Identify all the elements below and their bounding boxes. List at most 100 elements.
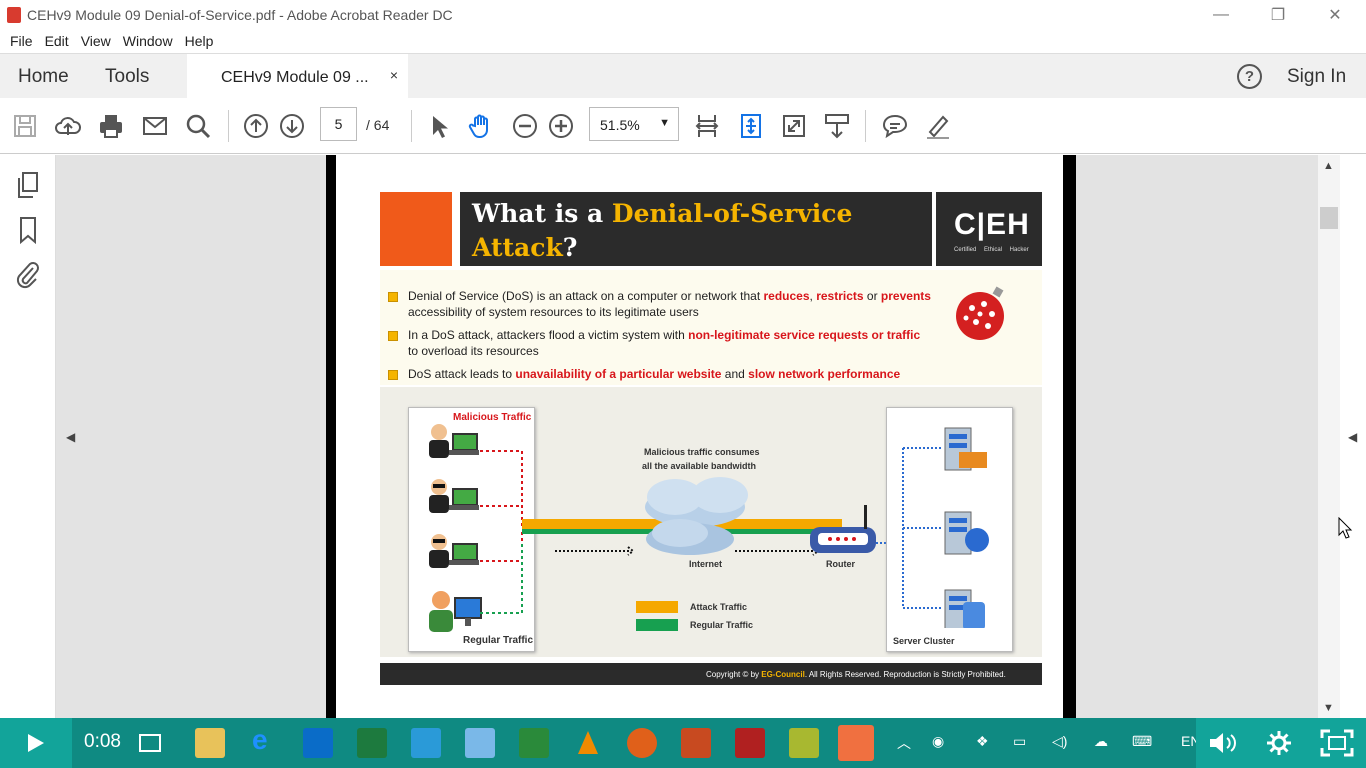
show-hidden-icons[interactable]: ︿ xyxy=(897,735,911,751)
comment-icon[interactable] xyxy=(879,110,911,142)
ceh-logo-caption: Certified Ethical Hacker xyxy=(954,247,1029,253)
menu-file[interactable]: File xyxy=(10,33,33,49)
window-title: CEHv9 Module 09 Denial-of-Service.pdf - … xyxy=(27,7,453,23)
regular-user-icon xyxy=(429,591,482,632)
page-thumbnails-icon[interactable] xyxy=(14,170,42,200)
menu-help[interactable]: Help xyxy=(184,33,214,49)
attackers-box: Malicious Traffic Regular Traffic xyxy=(408,407,535,652)
camtasia-recorder-icon[interactable] xyxy=(838,725,874,761)
tab-tools[interactable]: Tools xyxy=(105,66,150,87)
keyboard-icon[interactable]: ⌨ xyxy=(1132,733,1153,749)
zoom-select[interactable]: 51.5% ▼ xyxy=(589,107,679,141)
servers-icon xyxy=(902,427,989,628)
play-button[interactable] xyxy=(0,718,72,768)
play-icon xyxy=(28,734,44,752)
settings-gear-icon[interactable] xyxy=(1266,730,1292,756)
bullet-highlight: restricts xyxy=(816,289,864,303)
outlook-icon[interactable] xyxy=(303,728,333,758)
internet-cloud-icon xyxy=(645,477,748,555)
dropbox-icon[interactable]: ❖ xyxy=(976,733,989,749)
network-icon[interactable]: ▭ xyxy=(1013,733,1027,749)
tab-bar: Home Tools CEHv9 Module 09 ... × ? Sign … xyxy=(0,53,1366,100)
acrobat-reader-icon[interactable] xyxy=(735,728,765,758)
read-mode-icon[interactable] xyxy=(821,110,853,142)
menu-window[interactable]: Window xyxy=(122,33,173,49)
legend-attack-label: Attack Traffic xyxy=(690,602,748,612)
save-icon[interactable] xyxy=(9,110,41,142)
tab-document[interactable]: CEHv9 Module 09 ... × xyxy=(187,54,408,100)
tab-home[interactable]: Home xyxy=(18,66,69,87)
bandwidth-note-line1: Malicious traffic consumes xyxy=(644,447,760,457)
minimize-button[interactable]: — xyxy=(1213,6,1229,23)
zoom-out-icon[interactable] xyxy=(509,110,541,142)
tray-app-icon[interactable]: ◉ xyxy=(932,733,945,749)
dos-diagram: Malicious Traffic Regular Traffic xyxy=(380,387,1042,657)
edge-browser-icon[interactable]: e xyxy=(252,724,268,755)
bullet-text: accessibility of system resources to its… xyxy=(408,305,699,319)
store-icon[interactable] xyxy=(411,728,441,758)
acrobat-pdf-icon xyxy=(7,7,21,23)
menu-edit[interactable]: Edit xyxy=(44,33,69,49)
email-icon[interactable] xyxy=(139,110,171,142)
attachment-icon[interactable] xyxy=(14,259,42,289)
toolbar: 5 / 64 51.5% ▼ xyxy=(0,98,1366,154)
previous-page-icon[interactable] xyxy=(240,110,272,142)
print-icon[interactable] xyxy=(95,110,127,142)
playback-time: 0:08 xyxy=(84,731,121,752)
onedrive-icon[interactable]: ☁ xyxy=(1094,733,1108,749)
volume-tray-icon[interactable]: ◁) xyxy=(1052,733,1068,749)
firefox-icon[interactable] xyxy=(627,728,657,758)
cloud-upload-icon[interactable] xyxy=(52,110,84,142)
title-highlight: Denial-of-Service xyxy=(611,199,853,228)
bullet-highlight: prevents xyxy=(880,289,931,303)
internet-label: Internet xyxy=(689,559,723,569)
footer-text: Copyright © by xyxy=(706,670,762,679)
hand-tool-icon[interactable] xyxy=(465,110,497,142)
camtasia-icon[interactable] xyxy=(519,728,549,758)
bullet-text: , xyxy=(809,289,817,303)
help-icon[interactable]: ? xyxy=(1237,64,1262,89)
ceh-logo-text: C|EH xyxy=(954,208,1030,241)
document-viewer[interactable]: ◀ What is a Denial-of-Service Attack? C|… xyxy=(56,155,1318,718)
select-cursor-icon[interactable] xyxy=(422,110,454,142)
file-explorer-icon[interactable] xyxy=(195,728,225,758)
task-view-icon[interactable] xyxy=(136,732,164,754)
scroll-thumb[interactable] xyxy=(1320,207,1338,229)
bookmark-icon[interactable] xyxy=(14,215,42,245)
regular-traffic-label: Regular Traffic xyxy=(463,635,534,646)
footer-brand: EG-Council xyxy=(761,670,805,679)
vlc-icon[interactable] xyxy=(573,728,603,758)
attacker-computers-icon xyxy=(429,424,479,568)
next-page-icon[interactable] xyxy=(276,110,308,142)
slide-title-line2: Attack? xyxy=(472,233,577,262)
close-tab-icon[interactable]: × xyxy=(389,67,398,83)
restore-button[interactable]: ❐ xyxy=(1270,7,1286,24)
highlight-pen-icon[interactable] xyxy=(922,110,954,142)
powerpoint-icon[interactable] xyxy=(681,728,711,758)
network-app-icon[interactable] xyxy=(789,728,819,758)
bullet-text: Denial of Service (DoS) is an attack on … xyxy=(408,289,764,303)
excel-icon[interactable] xyxy=(357,728,387,758)
vertical-scrollbar[interactable]: ▲ ▼ xyxy=(1318,155,1340,718)
page-total: / 64 xyxy=(366,117,390,133)
full-screen-icon[interactable] xyxy=(778,110,810,142)
close-window-button[interactable]: ✕ xyxy=(1328,7,1342,24)
volume-icon[interactable] xyxy=(1208,731,1240,755)
scrolling-mode-icon[interactable] xyxy=(735,110,767,142)
zoom-in-icon[interactable] xyxy=(545,110,577,142)
language-indicator[interactable]: EN xyxy=(1181,733,1201,749)
fullscreen-icon[interactable] xyxy=(1320,729,1354,757)
collapse-left-panel-icon[interactable]: ◀ xyxy=(66,430,76,444)
search-icon[interactable] xyxy=(182,110,214,142)
app-icon[interactable] xyxy=(465,728,495,758)
sign-in-button[interactable]: Sign In xyxy=(1287,66,1347,87)
scroll-down-icon[interactable]: ▼ xyxy=(1323,702,1334,714)
page-number-input[interactable]: 5 xyxy=(320,107,357,141)
ceh-logo: C|EH Certified Ethical Hacker xyxy=(936,192,1042,266)
menu-view[interactable]: View xyxy=(80,33,111,49)
chevron-down-icon: ▼ xyxy=(659,117,670,129)
scroll-up-icon[interactable]: ▲ xyxy=(1323,160,1334,172)
fit-width-icon[interactable] xyxy=(691,110,723,142)
expand-right-panel-icon[interactable]: ◀ xyxy=(1348,430,1358,444)
taskbar: 0:08 e ︿ ◉ ❖ ▭ ◁) ☁ ⌨ EN xyxy=(0,718,1366,768)
